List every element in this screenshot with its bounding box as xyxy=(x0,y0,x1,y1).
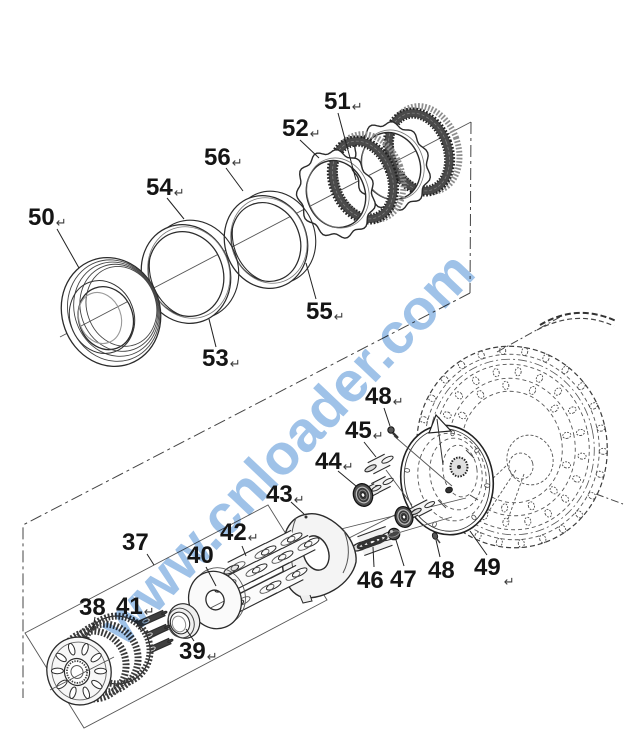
return-mark: ↵ xyxy=(55,215,67,230)
part-label-39: 39↵ xyxy=(179,638,218,665)
part-label-49: 49↵ xyxy=(474,554,515,589)
part-label-53: 53↵ xyxy=(202,345,241,372)
part-label-42: 42↵ xyxy=(220,519,259,546)
return-mark: ↵ xyxy=(333,309,345,324)
return-mark: ↵ xyxy=(372,428,384,443)
retainer-plate-40 xyxy=(188,567,246,630)
leader-lines xyxy=(56,112,488,642)
part-label-44: 44↵ xyxy=(315,448,354,475)
part-label-52: 52↵ xyxy=(282,115,321,142)
return-mark: ↵ xyxy=(229,356,241,371)
part-label-48: 48↵ xyxy=(365,383,404,410)
return-mark: ↵ xyxy=(247,530,259,545)
part-label-48: 48 xyxy=(428,557,455,584)
part-label-38: 38 xyxy=(79,594,106,621)
piston-46-ball-47 xyxy=(350,525,401,557)
return-mark: ↵ xyxy=(309,126,321,141)
part-label-37: 37 xyxy=(122,529,149,556)
cylinder-block-38 xyxy=(46,612,154,706)
valve-parts xyxy=(394,499,441,544)
return-mark: ↵ xyxy=(392,394,404,409)
part-label-45: 45↵ xyxy=(345,417,384,444)
clutch-pack xyxy=(295,103,463,239)
return-mark: ↵ xyxy=(231,155,243,170)
part-label-43: 43↵ xyxy=(266,481,305,508)
return-mark: ↵ xyxy=(351,99,363,114)
ring-55-56 xyxy=(223,190,317,289)
return-mark: ↵ xyxy=(503,574,515,589)
return-mark: ↵ xyxy=(342,459,354,474)
part-label-51: 51↵ xyxy=(324,88,363,115)
plug-44-pin-45 xyxy=(352,426,399,507)
return-mark: ↵ xyxy=(173,185,185,200)
part-label-50: 50↵ xyxy=(28,204,67,231)
seal-ring-50 xyxy=(60,257,162,367)
part-label-47: 47 xyxy=(390,566,417,593)
return-mark: ↵ xyxy=(293,492,305,507)
part-label-54: 54↵ xyxy=(146,174,185,201)
part-label-41: 41↵ xyxy=(116,593,155,620)
part-label-56: 56↵ xyxy=(204,144,243,171)
part-label-55: 55↵ xyxy=(306,298,345,325)
return-mark: ↵ xyxy=(206,649,218,664)
return-mark: ↵ xyxy=(143,604,155,619)
part-label-40: 40 xyxy=(187,542,214,569)
part-label-46: 46 xyxy=(357,567,384,594)
